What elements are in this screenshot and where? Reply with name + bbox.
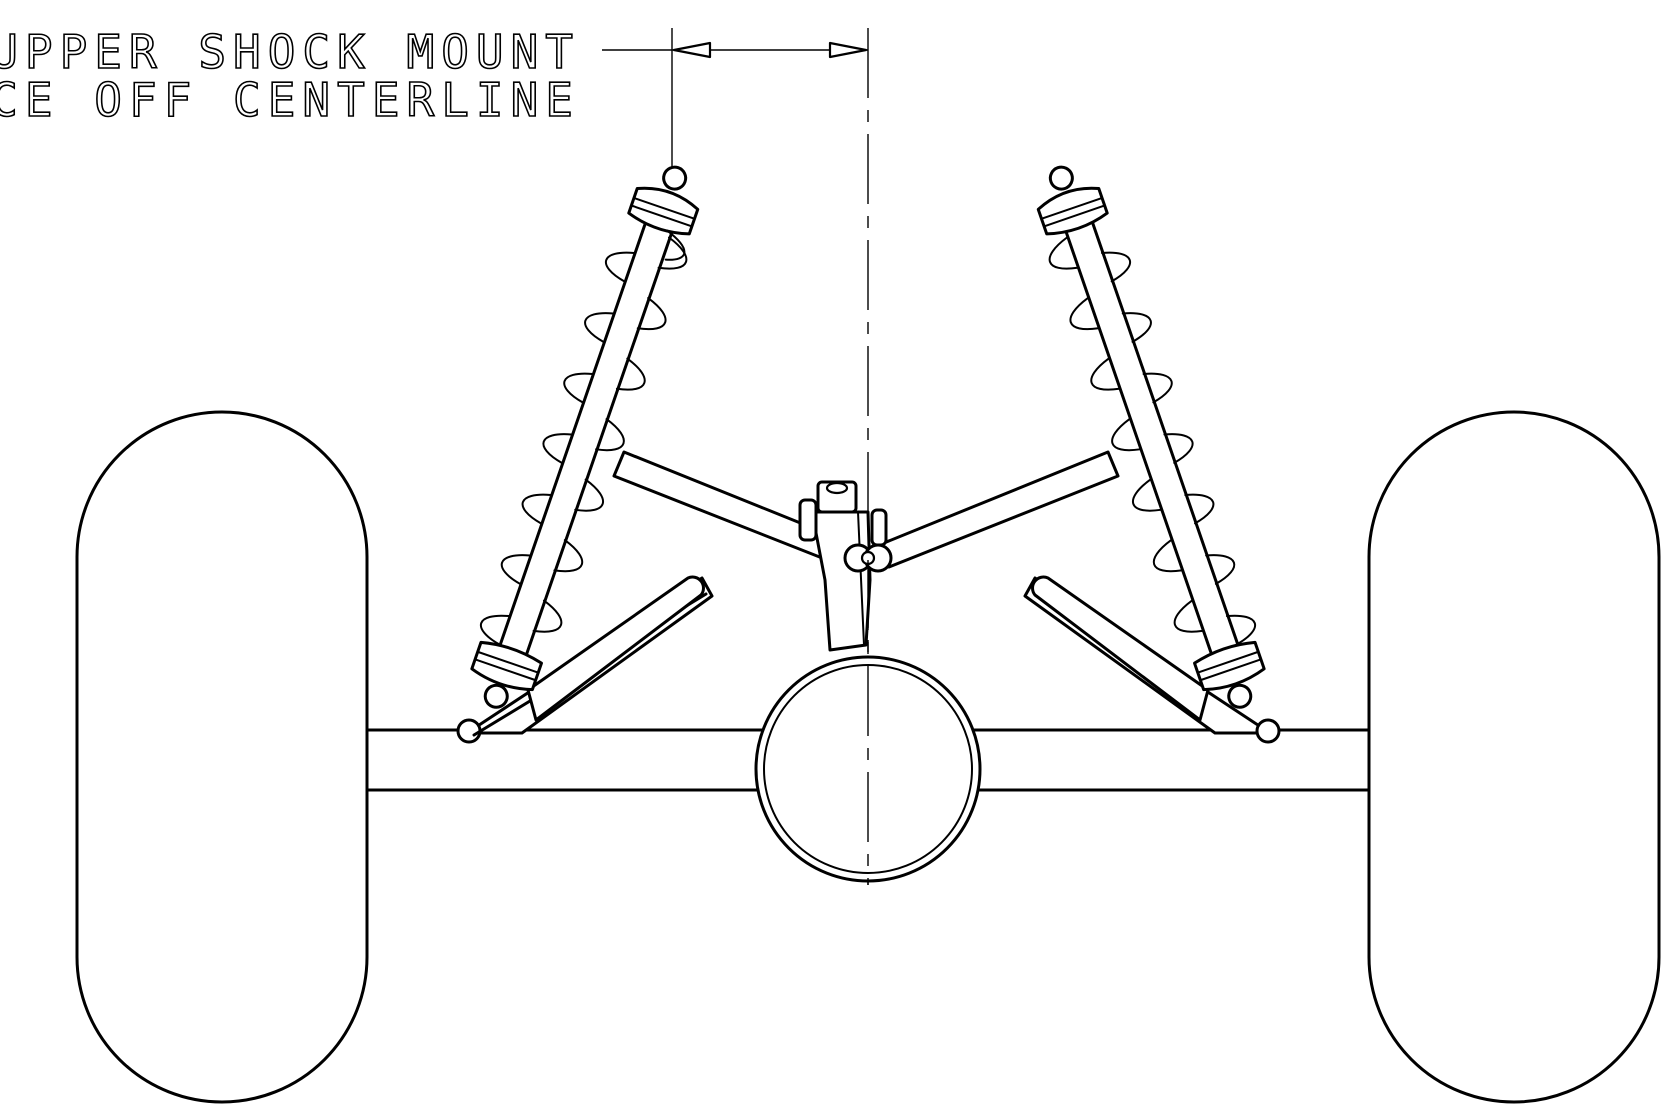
center-pivot <box>798 480 893 652</box>
annotation-line-1: UPPER SHOCK MOUNT <box>0 25 580 79</box>
right-wheel <box>1367 410 1661 1104</box>
lower-arm-left <box>456 575 714 744</box>
dimension-group <box>602 28 868 170</box>
differential-cover <box>763 664 973 874</box>
left-wheel <box>75 410 369 1104</box>
shock-right <box>1036 165 1266 709</box>
dimension-arrow-left <box>672 41 712 59</box>
lower-arm-right <box>1023 575 1281 744</box>
annotation-line-2: DISTANCE OFF CENTERLINE <box>0 73 580 127</box>
upper-link-right <box>877 450 1120 569</box>
shock-left <box>470 165 700 709</box>
dimension-arrow-right <box>828 41 868 59</box>
